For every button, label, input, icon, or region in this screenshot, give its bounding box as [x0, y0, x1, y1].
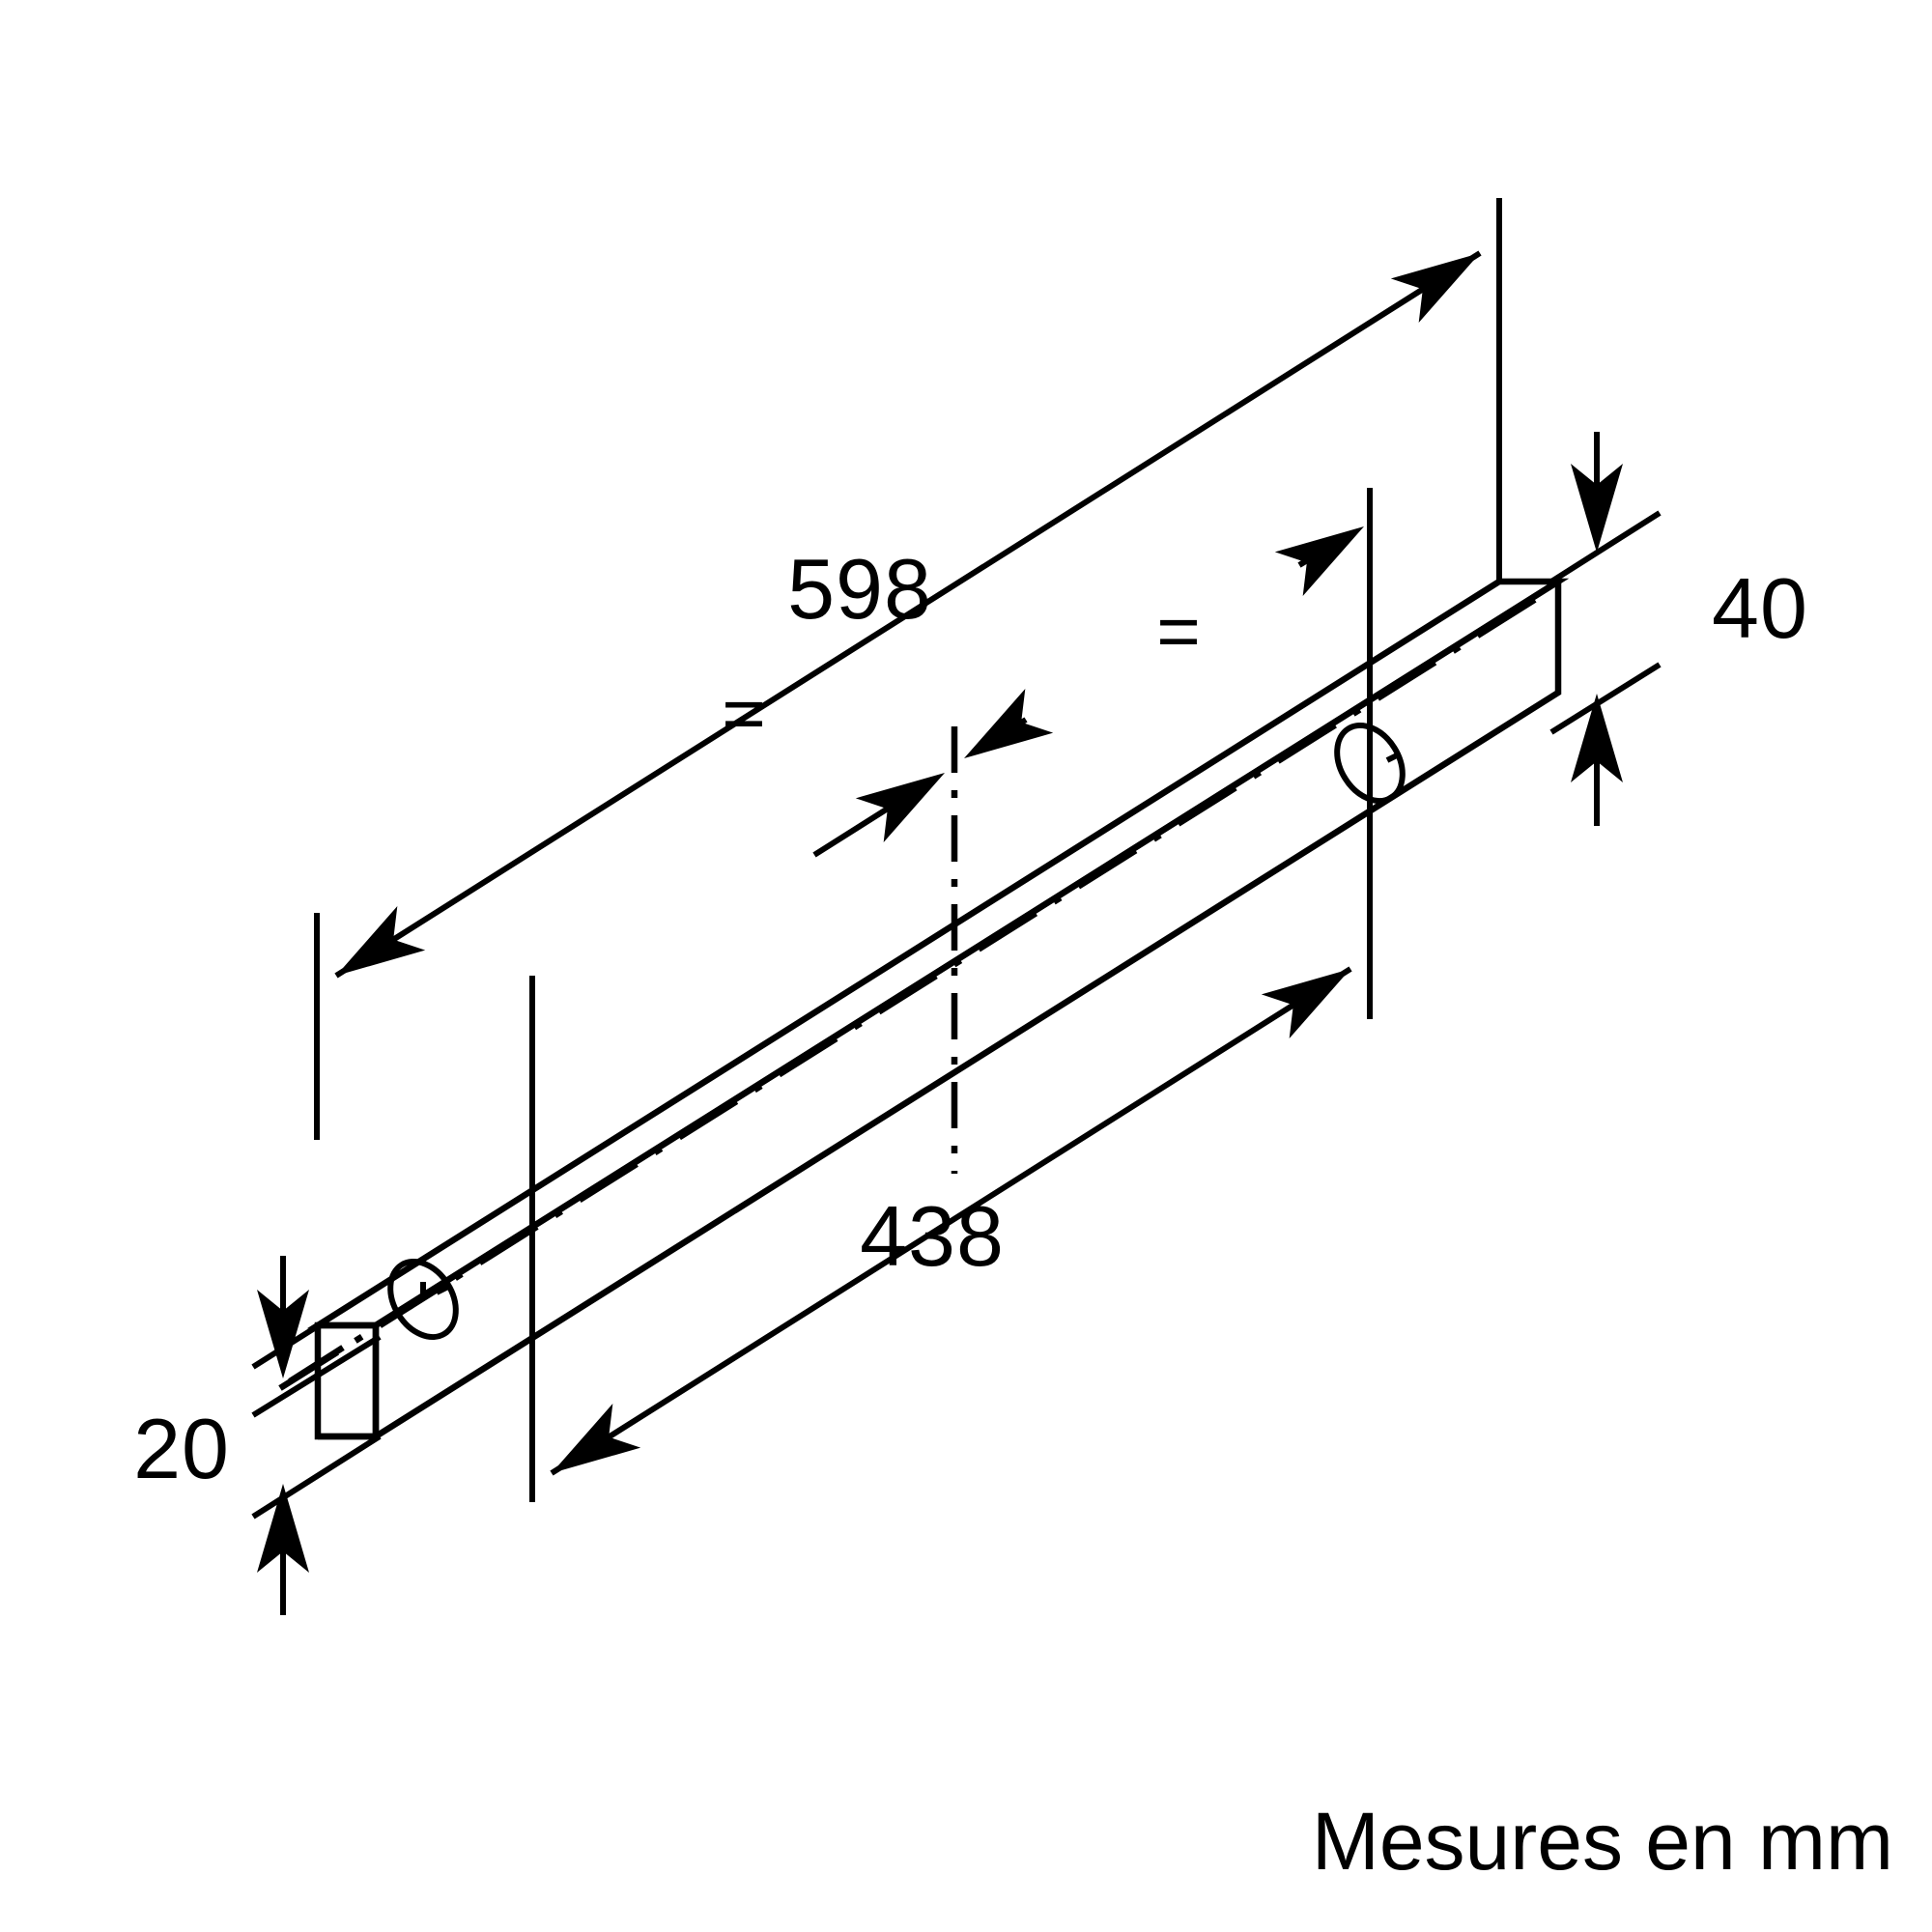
- hole-left-tick-left: [398, 1303, 413, 1315]
- equality-right-upper-arrow: [1274, 504, 1378, 596]
- hole-left-tick-right: [435, 1284, 450, 1295]
- hole-left-circle: [387, 1258, 459, 1341]
- dim-438-arrow-left: [537, 1404, 641, 1495]
- equality-right-label: =: [1156, 588, 1201, 673]
- equality-left-label: =: [722, 670, 766, 755]
- eq-right-arrow: [950, 689, 1054, 781]
- equality-left-group: =: [722, 670, 959, 858]
- units-caption: Mesures en mm: [1312, 1796, 1893, 1887]
- bar-front-face: [372, 576, 1562, 1442]
- dimension-438: 438: [529, 488, 1373, 1502]
- hole-left: [387, 1258, 459, 1341]
- dimension-598: 598: [314, 198, 1502, 1140]
- dim-598-arrow-left: [322, 906, 426, 998]
- dimension-20: 20: [133, 1256, 382, 1615]
- dim-438-line: [550, 966, 1352, 1476]
- dim-20-ext-bottom: [251, 1434, 382, 1520]
- eq-left-arrow: [855, 751, 959, 842]
- dim-598-arrow-right: [1390, 231, 1494, 323]
- dim-40-ext-bottom: [1549, 662, 1662, 735]
- hole-right: [1334, 722, 1406, 805]
- dim-598-line: [334, 250, 1482, 979]
- dim-20-label: 20: [133, 1401, 230, 1496]
- equality-right-group: =: [950, 588, 1201, 781]
- dim-40-label: 40: [1712, 560, 1808, 656]
- bar-centerline: [278, 596, 1538, 1391]
- dimension-40: 40: [1549, 432, 1808, 826]
- dim-438-label: 438: [860, 1188, 1005, 1284]
- dim-438-arrow-right: [1261, 947, 1365, 1038]
- hole-right-tick-right: [1385, 753, 1399, 763]
- dim-20-ext-top2: [251, 1334, 382, 1418]
- hole-right-circle: [1334, 722, 1406, 805]
- eq-right-upper-arrowhead: [1274, 504, 1378, 596]
- dim-598-label: 598: [787, 541, 932, 637]
- dim-40-ext-top: [1549, 510, 1662, 584]
